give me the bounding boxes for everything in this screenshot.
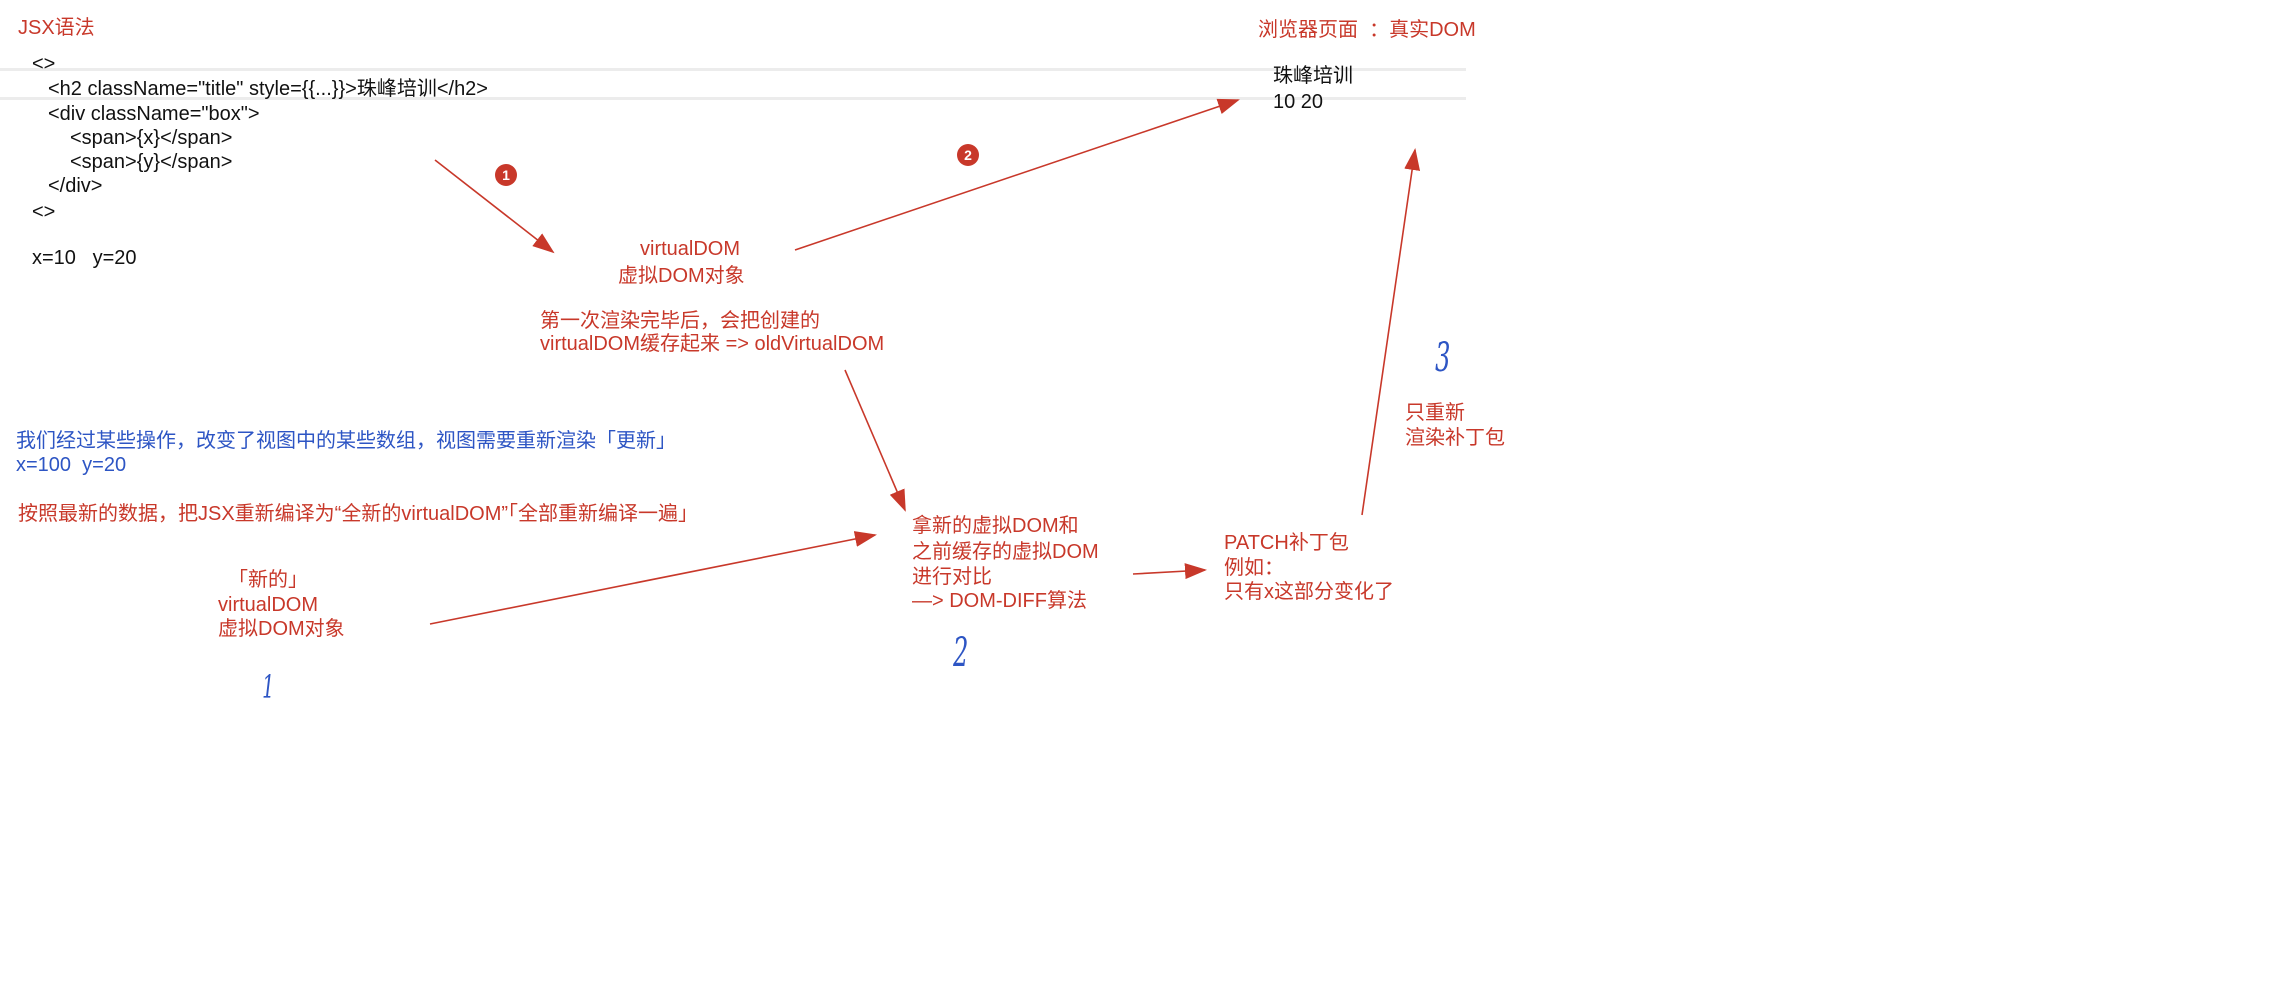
recompile-note: 按照最新的数据，把JSX重新编译为“全新的virtualDOM”「全部重新编译一… <box>18 503 699 525</box>
browser-title: 浏览器页面 ：真实DOM <box>1258 19 1476 41</box>
new-vdom-label: virtualDOM <box>218 594 319 616</box>
browser-line: 珠峰培训 <box>1273 65 1353 87</box>
handwritten-3: 3 <box>1435 335 1451 381</box>
code-line: <div className="box"> <box>48 103 260 125</box>
step-badge-1: 1 <box>495 164 517 186</box>
jsx-title: JSX语法 <box>18 17 95 39</box>
diff-note: 之前缓存的虚拟DOM <box>912 541 1099 563</box>
patch-note: 例如： <box>1224 557 1284 579</box>
arrow-vdom-to-browser <box>794 98 1240 251</box>
code-line: <> <box>32 53 56 75</box>
step-badge-2: 2 <box>957 144 979 166</box>
code-line: <> <box>32 201 56 223</box>
arrow-newvdom-to-diff <box>429 531 877 625</box>
new-vdom-label: 「新的」 <box>228 569 308 591</box>
divider-bottom <box>0 97 1466 100</box>
vdom-label: virtualDOM <box>640 238 741 260</box>
patch-note: 只有x这部分变化了 <box>1224 581 1394 603</box>
rerender-note: 只重新 <box>1405 402 1465 424</box>
cache-note: virtualDOM缓存起来 => oldVirtualDOM <box>540 333 885 355</box>
browser-line: 10 20 <box>1273 91 1324 113</box>
handwritten-1: 1 <box>262 668 275 706</box>
rerender-note: 渲染补丁包 <box>1405 427 1505 449</box>
divider-top <box>0 68 1466 71</box>
code-line: <h2 className="title" style={{...}}>珠峰培训… <box>48 78 488 100</box>
initial-state: x=10 y=20 <box>32 247 137 269</box>
update-note: 我们经过某些操作，改变了视图中的某些数组，视图需要重新渲染「更新」 <box>16 430 676 452</box>
code-line: </div> <box>48 175 103 197</box>
update-state: x=100 y=20 <box>16 454 127 476</box>
code-line: <span>{y}</span> <box>70 151 233 173</box>
arrow-patch-to-browser <box>1361 148 1421 516</box>
arrow-cache-to-diff <box>844 369 906 512</box>
code-line: <span>{x}</span> <box>70 127 233 149</box>
diff-note: 进行对比 <box>912 566 992 588</box>
patch-note: PATCH补丁包 <box>1224 532 1349 554</box>
vdom-label: 虚拟DOM对象 <box>618 265 745 287</box>
handwritten-2: 2 <box>953 630 969 676</box>
arrow-diff-to-patch <box>1132 563 1207 580</box>
cache-note: 第一次渲染完毕后，会把创建的 <box>540 310 820 332</box>
new-vdom-label: 虚拟DOM对象 <box>218 618 345 640</box>
diff-note: 拿新的虚拟DOM和 <box>912 515 1079 537</box>
diff-note: —> DOM-DIFF算法 <box>912 590 1087 612</box>
arrow-jsx-to-vdom <box>434 159 555 254</box>
